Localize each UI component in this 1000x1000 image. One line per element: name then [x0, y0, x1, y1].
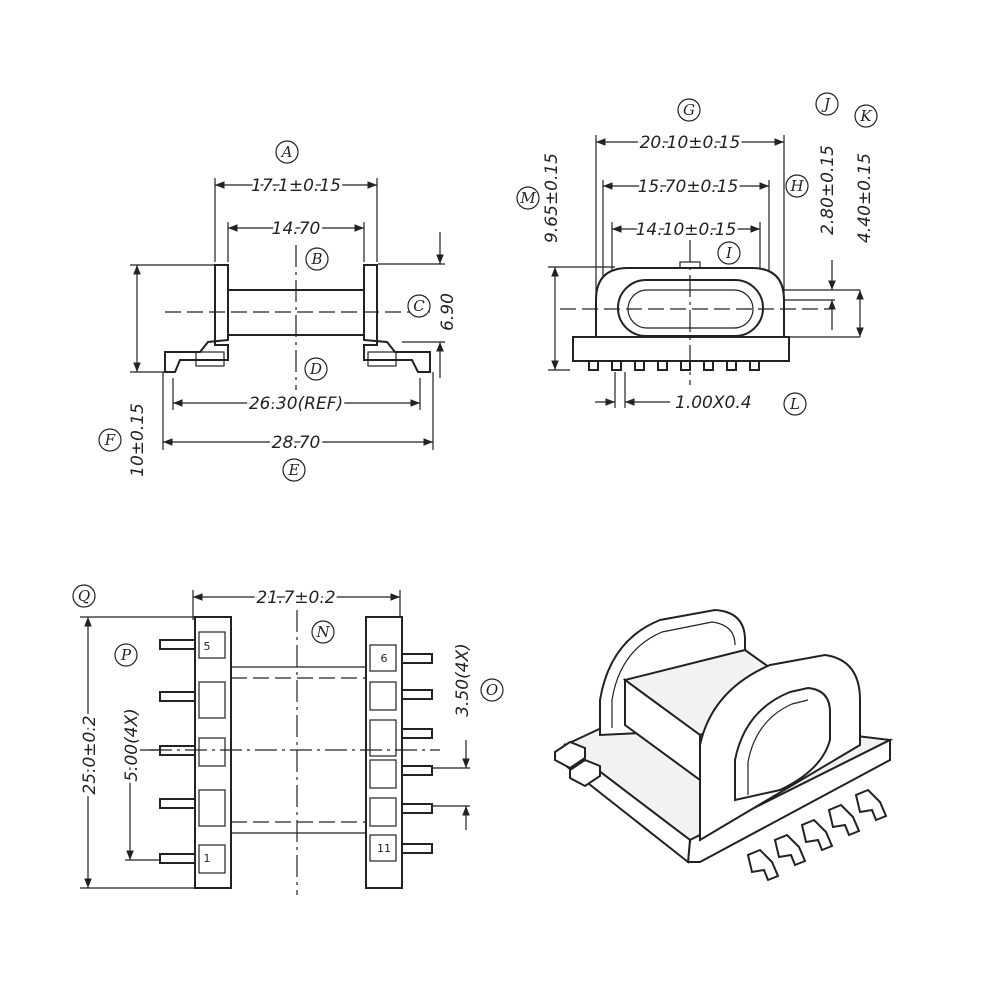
marker-l: L	[789, 395, 800, 413]
dim-14-70: 14.70	[272, 219, 321, 239]
isometric-view	[554, 608, 894, 882]
dim-pin-pitch: 1.00X0.4	[675, 393, 752, 413]
marker-a: A	[280, 143, 293, 161]
marker-n: N	[315, 623, 330, 641]
side-base	[572, 336, 790, 362]
marker-k: K	[859, 107, 872, 125]
pin-label-11: 11	[377, 842, 391, 855]
iso-left-pins	[554, 740, 601, 788]
side-pins	[588, 360, 760, 371]
dim-20-10: 20.10±0.15	[640, 133, 741, 153]
marker-f: F	[104, 431, 116, 449]
pin-label-5: 5	[204, 640, 211, 653]
right-flange	[363, 264, 431, 373]
top-view: 5 1 6 11 21.7±0.2 25.0±0.2 5.00(4X) 3.50…	[72, 584, 504, 895]
pin-label-6: 6	[381, 652, 388, 665]
dim-5-00: 5.00(4X)	[122, 708, 142, 782]
dim-10: 10±0.15	[128, 403, 148, 477]
iso-front-pins	[746, 788, 888, 882]
marker-m: M	[519, 189, 536, 207]
dim-15-70: 15.70±0.15	[638, 177, 739, 197]
dim-14-10: 14.10±0.15	[636, 220, 737, 240]
marker-b: B	[310, 250, 322, 268]
dim-17-1: 17.1±0.15	[251, 176, 341, 196]
marker-o: O	[486, 681, 498, 699]
marker-d: D	[309, 360, 322, 378]
left-pins	[159, 639, 196, 864]
marker-q: Q	[78, 587, 90, 605]
dim-9-65: 9.65±0.15	[542, 153, 562, 243]
front-view: 17.1±0.15 14.70 6.90 26.30(REF) 28.70 10…	[98, 140, 458, 482]
marker-e: E	[288, 461, 300, 479]
marker-j: J	[821, 95, 831, 113]
iso-front-slot	[734, 686, 831, 802]
marker-i: I	[725, 244, 733, 262]
marker-c: C	[413, 297, 425, 315]
marker-p: P	[120, 646, 132, 664]
dim-3-50: 3.50(4X)	[453, 643, 473, 717]
dim-6-90: 6.90	[438, 293, 458, 331]
dim-25-0: 25.0±0.2	[80, 715, 100, 794]
dim-26-30-ref: 26.30(REF)	[249, 394, 343, 414]
marker-g: G	[683, 101, 695, 119]
right-pins	[401, 653, 433, 854]
dim-2-80: 2.80±0.15	[818, 145, 838, 235]
marker-h: H	[789, 177, 804, 195]
dim-21-7: 21.7±0.2	[256, 588, 335, 608]
dim-4-40: 4.40±0.15	[855, 153, 875, 243]
side-view: 20.10±0.15 15.70±0.15 14.10±0.15 9.65±0.…	[516, 92, 878, 416]
pin-label-1: 1	[204, 852, 211, 865]
dim-28-70: 28.70	[272, 433, 321, 453]
left-flange	[164, 264, 229, 373]
